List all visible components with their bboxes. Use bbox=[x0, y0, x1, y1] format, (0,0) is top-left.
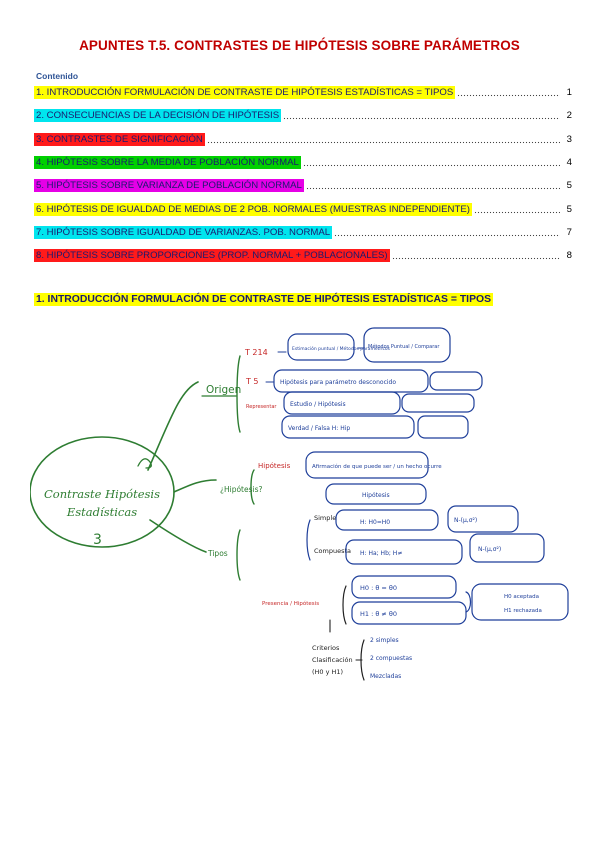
toc-leader-dots bbox=[305, 181, 560, 191]
hipotesis-box-text: Afirmación de que puede ser / un hecho o… bbox=[312, 463, 442, 470]
toc-entry-text[interactable]: 8. HIPÓTESIS SOBRE PROPORCIONES (PROP. N… bbox=[34, 249, 390, 263]
toc-entry-1[interactable]: 1. INTRODUCCIÓN FORMULACIÓN DE CONTRASTE… bbox=[34, 81, 572, 104]
hipotesis-right1: H0 aceptada bbox=[504, 594, 539, 600]
toc-page-number: 7 bbox=[566, 226, 572, 238]
mindmap-diagram: Contraste Hipótesis Estadísticas 3 Orige… bbox=[30, 327, 569, 681]
simple-box bbox=[335, 509, 439, 531]
section-heading: 1. INTRODUCCIÓN FORMULACIÓN DE CONTRASTE… bbox=[34, 293, 494, 306]
normal1-text: N-(μ,σ²) bbox=[454, 517, 477, 524]
normal2-text: N-(μ,σ²) bbox=[478, 546, 501, 553]
toc-leader-dots bbox=[302, 158, 560, 168]
toc-entry-8[interactable]: 8. HIPÓTESIS SOBRE PROPORCIONES (PROP. N… bbox=[34, 244, 572, 267]
branch-tipos: Tipos bbox=[207, 549, 228, 558]
criterios-2: Clasificación bbox=[312, 656, 353, 664]
hipotesis-box bbox=[305, 451, 429, 479]
toc-entry-text[interactable]: 2. CONSECUENCIAS DE LA DECISIÓN DE HIPÓT… bbox=[34, 109, 282, 123]
t214-right-text: Métodos Puntual / Comparar bbox=[368, 343, 440, 350]
toc-page-number: 3 bbox=[566, 133, 572, 145]
criterio-opt2: 2 compuestas bbox=[370, 655, 412, 662]
toc-entry-5[interactable]: 5. HIPÓTESIS SOBRE VARIANZA DE POBLACIÓN… bbox=[34, 174, 572, 197]
hipotesis-right2: H1 rechazada bbox=[504, 608, 542, 614]
branch-que: ¿Hipótesis? bbox=[220, 485, 263, 494]
t214-right-box bbox=[363, 327, 451, 363]
toc-entry-text[interactable]: 7. HIPÓTESIS SOBRE IGUALDAD DE VARIANZAS… bbox=[34, 225, 333, 239]
compuesta-box bbox=[345, 539, 463, 565]
toc-heading: Contenido bbox=[36, 71, 79, 81]
h-zero-text: H0 : θ = θ0 bbox=[360, 584, 397, 592]
toc-page-number: 5 bbox=[566, 203, 572, 215]
toc-leader-dots bbox=[334, 227, 560, 237]
formula-box bbox=[281, 415, 415, 439]
toc-leader-dots bbox=[457, 88, 560, 98]
formula-right-box bbox=[417, 415, 469, 439]
normal1-box bbox=[447, 505, 519, 533]
toc-entry-3[interactable]: 3. CONTRASTES DE SIGNIFICACIÓN 3 bbox=[34, 128, 572, 151]
toc-entry-7[interactable]: 7. HIPÓTESIS SOBRE IGUALDAD DE VARIANZAS… bbox=[34, 221, 572, 244]
compuesta-label: Compuesta bbox=[314, 547, 351, 555]
toc-page-number: 5 bbox=[566, 180, 572, 192]
hipotesis-box2-text: Hipótesis bbox=[362, 492, 390, 499]
toc-page-number: 4 bbox=[566, 157, 572, 169]
toc-entry-6[interactable]: 6. HIPÓTESIS DE IGUALDAD DE MEDIAS DE 2 … bbox=[34, 197, 572, 220]
h-one-box bbox=[351, 601, 467, 625]
toc-entry-text[interactable]: 1. INTRODUCCIÓN FORMULACIÓN DE CONTRASTE… bbox=[34, 86, 456, 100]
hipotesis-box2 bbox=[325, 483, 427, 505]
toc-page-number: 8 bbox=[566, 250, 572, 262]
representar-right-box bbox=[401, 393, 475, 413]
toc-entry-4[interactable]: 4. HIPÓTESIS SOBRE LA MEDIA DE POBLACIÓN… bbox=[34, 151, 572, 174]
criterio-opt1: 2 simples bbox=[370, 637, 399, 644]
toc-entry-text[interactable]: 4. HIPÓTESIS SOBRE LA MEDIA DE POBLACIÓN… bbox=[34, 156, 301, 170]
toc-entry-text[interactable]: 6. HIPÓTESIS DE IGUALDAD DE MEDIAS DE 2 … bbox=[34, 202, 472, 216]
formula-text: Verdad / Falsa H: Hip bbox=[288, 425, 350, 432]
criterios-1: Criterios bbox=[312, 644, 340, 652]
toc-leader-dots bbox=[391, 251, 560, 261]
simple-label: Simple bbox=[314, 514, 336, 522]
h-zero-box bbox=[351, 575, 457, 599]
t214-label: T 214 bbox=[244, 348, 268, 357]
toc-entry-text[interactable]: 5. HIPÓTESIS SOBRE VARIANZA DE POBLACIÓN… bbox=[34, 179, 304, 193]
t5-box-text: Hipótesis para parámetro desconocido bbox=[280, 379, 396, 386]
branch-origen: Origen bbox=[206, 384, 241, 396]
center-subtitle: Estadísticas bbox=[66, 505, 137, 519]
center-number: 3 bbox=[93, 532, 102, 548]
representar-box-text: Estudio / Hipótesis bbox=[290, 401, 346, 408]
center-title: Contraste Hipótesis bbox=[44, 487, 160, 501]
t214-box-text: Estimación puntual / Métodos paramétrico… bbox=[292, 345, 391, 352]
normal2-box bbox=[469, 533, 545, 563]
simple-box-text: H: H0=H0 bbox=[360, 519, 390, 526]
representar-label: Representar bbox=[246, 404, 277, 410]
toc-page-number: 2 bbox=[566, 110, 572, 122]
toc-entry-text[interactable]: 3. CONTRASTES DE SIGNIFICACIÓN bbox=[34, 132, 205, 146]
toc-entry-2[interactable]: 2. CONSECUENCIAS DE LA DECISIÓN DE HIPÓT… bbox=[34, 104, 572, 127]
t5-label: T 5 bbox=[245, 377, 259, 386]
t5-right-box bbox=[429, 371, 483, 391]
hipotesis-right-box bbox=[471, 583, 569, 621]
page-title: APUNTES T.5. CONTRASTES DE HIPÓTESIS SOB… bbox=[79, 38, 520, 53]
representar-box bbox=[283, 391, 401, 415]
toc-leader-dots bbox=[206, 134, 560, 144]
compuesta-box-text: H: Ha; Hb; H≠ bbox=[360, 550, 402, 557]
toc-leader-dots bbox=[473, 204, 560, 214]
presencia-label: Presencia / Hipótesis bbox=[262, 600, 319, 607]
h-one-text: H1 : θ ≠ θ0 bbox=[360, 610, 397, 618]
criterios-3: (H0 y H1) bbox=[312, 668, 343, 676]
criterio-opt3: Mezcladas bbox=[370, 673, 401, 680]
hipotesis-label: Hipótesis bbox=[258, 462, 291, 470]
toc-page-number: 1 bbox=[566, 87, 572, 99]
t214-box bbox=[287, 333, 355, 361]
toc-leader-dots bbox=[283, 111, 560, 121]
table-of-contents: 1. INTRODUCCIÓN FORMULACIÓN DE CONTRASTE… bbox=[34, 81, 572, 267]
